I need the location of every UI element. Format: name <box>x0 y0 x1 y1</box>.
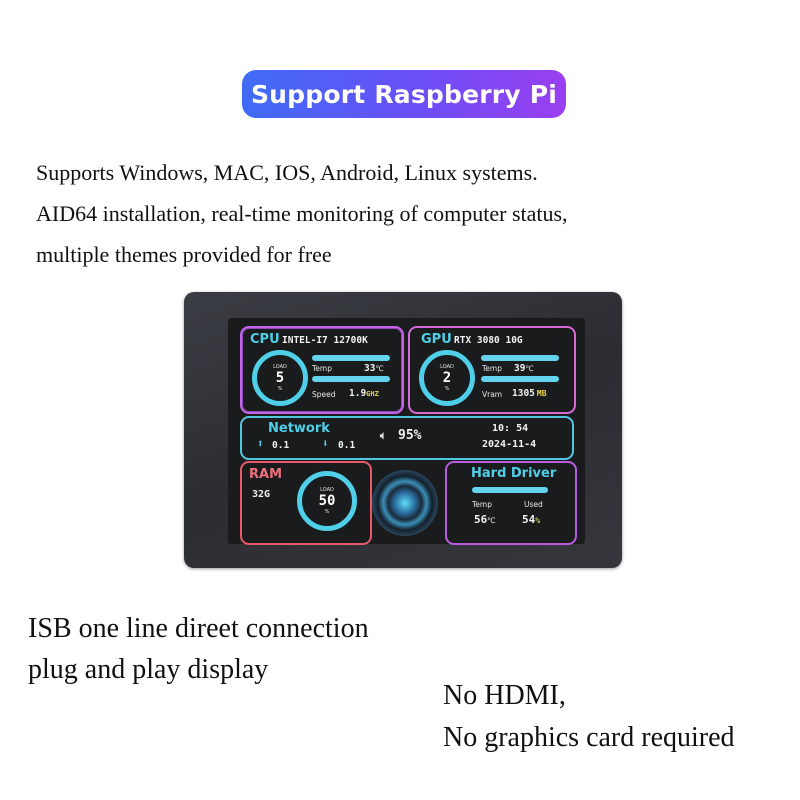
gpu-bar-1 <box>481 355 559 361</box>
upload-arrow-icon: ⬆ <box>257 437 264 450</box>
bottom-right-line-1: No HDMI, <box>443 680 566 711</box>
cpu-model: INTEL-I7 12700K <box>282 335 368 346</box>
bottom-right-line-2: No graphics card required <box>443 722 735 753</box>
network-up: 0.1 <box>272 440 290 451</box>
volume-value: 95% <box>398 428 422 443</box>
cpu-temp-value: 33℃ <box>364 363 384 374</box>
ram-load-label: LOAD <box>320 487 334 493</box>
title-badge: Support Raspberry Pi <box>242 70 566 118</box>
gpu-temp-label: Temp <box>482 364 502 373</box>
network-label: Network <box>268 421 330 436</box>
gpu-load-ring: LOAD 2 % <box>419 350 475 406</box>
gpu-label: GPU <box>421 332 452 347</box>
clock-date: 2024-11-4 <box>482 439 537 450</box>
download-arrow-icon: ⬇ <box>322 437 329 450</box>
cpu-bar-1 <box>312 355 390 361</box>
hdd-temp-label: Temp <box>472 500 492 509</box>
gpu-load-unit: % <box>444 386 450 392</box>
gpu-vram-label: Vram <box>482 390 503 399</box>
ram-load-value: 50 <box>318 493 336 509</box>
hdd-label: Hard Driver <box>471 466 557 481</box>
ram-load-ring: LOAD 50 % <box>297 471 357 531</box>
cpu-speed-label: Speed <box>312 390 336 399</box>
gpu-temp-value: 39℃ <box>514 363 534 374</box>
clock-time: 10: 54 <box>492 423 529 434</box>
bottom-left-text: ISB one line direet connection plug and … <box>28 608 369 690</box>
center-gauge-icon <box>372 470 438 536</box>
cpu-bar-2 <box>312 376 390 382</box>
ram-load-unit: % <box>324 509 330 515</box>
speaker-icon: 🔈︎ <box>380 429 387 442</box>
network-down: 0.1 <box>338 440 356 451</box>
gpu-load-value: 2 <box>442 370 452 386</box>
cpu-load-unit: % <box>277 386 283 392</box>
hdd-used-value: 54% <box>522 513 541 526</box>
ram-label: RAM <box>249 467 283 482</box>
description-line-1: Supports Windows, MAC, IOS, Android, Lin… <box>36 160 538 185</box>
network-panel <box>240 416 574 460</box>
gpu-bar-2 <box>481 376 559 382</box>
cpu-speed-value: 1.9GHZ <box>349 388 379 399</box>
bottom-left-line-2: plug and play display <box>28 654 269 685</box>
hdd-temp-value: 56℃ <box>474 513 496 526</box>
gpu-load-label: LOAD <box>440 364 454 370</box>
hdd-used-label: Used <box>524 500 543 509</box>
cpu-load-ring: LOAD 5 % <box>252 350 308 406</box>
cpu-load-label: LOAD <box>273 364 287 370</box>
description-line-3: multiple themes provided for free <box>36 242 332 267</box>
description-line-2: AID64 installation, real-time monitoring… <box>36 201 568 226</box>
hdd-panel <box>445 461 577 545</box>
cpu-temp-label: Temp <box>312 364 332 373</box>
gpu-model: RTX 3080 10G <box>454 335 523 346</box>
hdd-bar <box>472 487 548 493</box>
bottom-right-text: No HDMI, No graphics card required <box>443 675 735 759</box>
description: Supports Windows, MAC, IOS, Android, Lin… <box>36 152 568 275</box>
cpu-label: CPU <box>250 332 280 347</box>
bottom-left-line-1: ISB one line direet connection <box>28 613 369 644</box>
cpu-load-value: 5 <box>275 370 285 386</box>
ram-size: 32G <box>252 489 271 500</box>
